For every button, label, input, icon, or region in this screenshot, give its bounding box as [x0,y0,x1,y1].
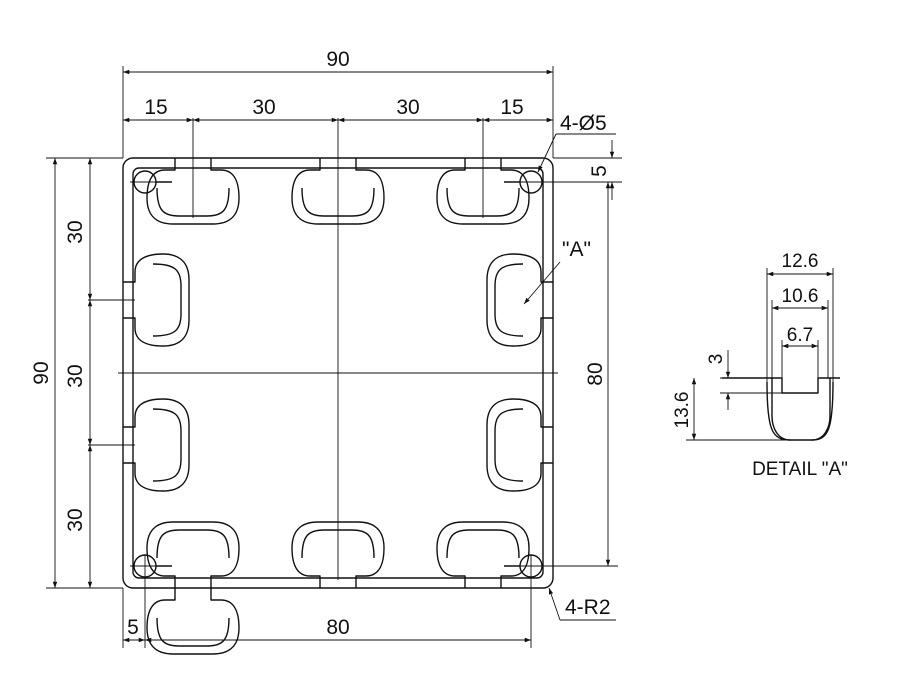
detail-width-inner: 6.7 [787,325,813,346]
detail-width-outer: 12.6 [782,251,819,272]
detail-depth: 13.6 [672,392,693,429]
dim-left-spacing-1: 30 [64,220,87,243]
dim-overall-width: 90 [122,48,554,158]
dim-overall-width-text: 90 [326,48,349,71]
dim-top-spacing-3: 30 [396,96,419,119]
dim-overall-height: 90 [30,157,123,589]
dim-left-spacing-3: 30 [64,508,87,531]
radius-callout-text: 4-R2 [565,596,611,619]
center-lines [88,118,558,648]
detail-a: 12.6 10.6 6.7 3 13.6 DETAIL "A" [672,251,848,480]
dim-left-spacing-2: 30 [64,364,87,387]
dim-top-spacing-4: 15 [500,96,523,119]
detail-width-middle: 10.6 [782,286,819,307]
detail-lip-height: 3 [706,354,727,365]
detail-a-callout-text: "A" [562,238,591,261]
dim-overall-height-text: 90 [30,361,53,384]
dim-top-spacing-2: 30 [252,96,275,119]
dim-hole-offset-text: 5 [588,165,611,177]
detail-a-callout: "A" [523,238,591,305]
dim-bottom-width-text: 80 [326,616,349,639]
radius-callout: 4-R2 [548,587,616,621]
hole-callout-text: 4-Ø5 [560,112,607,135]
dim-bottom: 5 80 [122,588,531,648]
dim-left-spacing: 30 30 30 [64,158,93,588]
hole-callout: 4-Ø5 [537,112,616,173]
dim-top-spacing-1: 15 [144,96,167,119]
dim-right-height: 80 [545,182,618,567]
dim-right-height-text: 80 [584,362,607,385]
detail-title: DETAIL "A" [752,459,848,480]
dim-bottom-offset-text: 5 [127,616,139,639]
dim-top-spacing: 15 30 30 15 [123,96,553,123]
